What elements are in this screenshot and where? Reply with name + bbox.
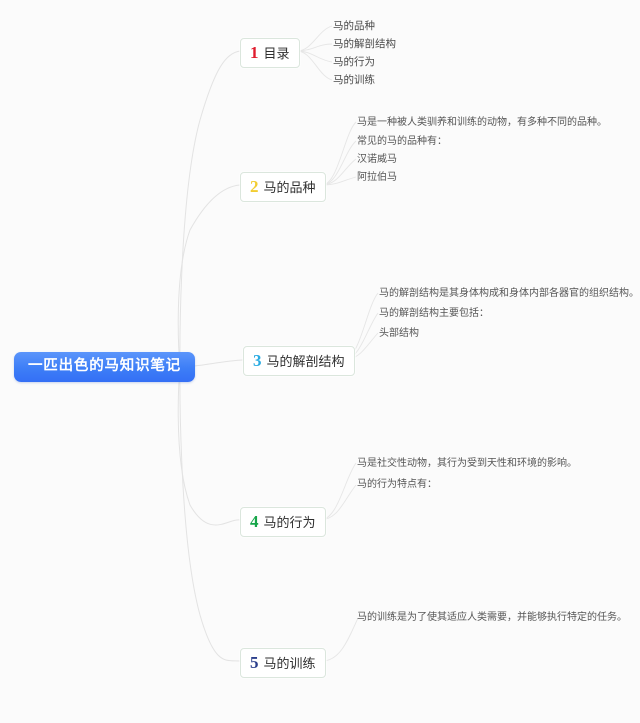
root-node-label: 一匹出色的马知识笔记 xyxy=(28,358,181,374)
edge-root-topic-2 xyxy=(177,184,241,368)
leaf-4-2[interactable]: 马的行为特点有： xyxy=(357,479,437,490)
edge-topic1-child-3 xyxy=(296,50,333,63)
edge-topic1-child-4 xyxy=(296,50,333,81)
topic-number-1: 1 xyxy=(250,43,259,62)
edge-root-topic-5 xyxy=(179,366,241,662)
leaf-2-4[interactable]: 阿拉伯马 xyxy=(357,172,397,183)
leaf-1-2[interactable]: 马的解剖结构 xyxy=(333,38,396,50)
edge-root-topic-1 xyxy=(179,50,241,368)
edge-root-topic-4 xyxy=(177,366,241,526)
edge-topic2-child-4 xyxy=(321,176,357,186)
edge-topic2-child-1 xyxy=(321,121,357,186)
leaf-1-4[interactable]: 马的训练 xyxy=(333,74,375,86)
topic-node-2[interactable]: 2 马的品种 xyxy=(240,172,326,202)
edge-topic2-child-2 xyxy=(321,140,357,186)
topic-node-3[interactable]: 3 马的解剖结构 xyxy=(243,346,355,376)
leaf-1-1[interactable]: 马的品种 xyxy=(333,20,375,32)
edge-topic2-child-3 xyxy=(321,158,357,186)
topic-title-1: 目录 xyxy=(263,47,290,62)
leaf-4-1[interactable]: 马是社交性动物，其行为受到天性和环境的影响。 xyxy=(357,458,577,469)
leaf-1-3[interactable]: 马的行为 xyxy=(333,56,375,68)
topic-number-3: 3 xyxy=(253,351,262,370)
leaf-2-1[interactable]: 马是一种被人类驯养和训练的动物，有多种不同的品种。 xyxy=(357,117,607,128)
topic-title-2: 马的品种 xyxy=(263,181,316,196)
leaf-3-2[interactable]: 马的解剖结构主要包括： xyxy=(379,308,489,319)
leaf-3-3[interactable]: 头部结构 xyxy=(379,328,419,339)
leaf-3-1[interactable]: 马的解剖结构是其身体构成和身体内部各器官的组织结构。 xyxy=(379,288,639,299)
root-node[interactable]: 一匹出色的马知识笔记 xyxy=(14,352,195,382)
topic-title-4: 马的行为 xyxy=(263,516,316,531)
topic-node-1[interactable]: 1 目录 xyxy=(240,38,300,68)
topic-title-5: 马的训练 xyxy=(263,657,316,672)
topic-number-4: 4 xyxy=(250,512,259,531)
edge-topic1-child-2 xyxy=(296,43,333,52)
edge-topic5-child-1 xyxy=(321,617,359,662)
edge-topic1-child-1 xyxy=(296,25,333,52)
leaf-2-2[interactable]: 常见的马的品种有： xyxy=(357,136,447,147)
topic-node-5[interactable]: 5 马的训练 xyxy=(240,648,326,678)
leaf-2-3[interactable]: 汉诺威马 xyxy=(357,154,397,165)
topic-number-2: 2 xyxy=(250,177,259,196)
topic-node-4[interactable]: 4 马的行为 xyxy=(240,507,326,537)
leaf-5-1[interactable]: 马的训练是为了使其适应人类需要，并能够执行特定的任务。 xyxy=(357,612,627,623)
topic-title-3: 马的解剖结构 xyxy=(266,355,345,370)
topic-number-5: 5 xyxy=(250,653,259,672)
